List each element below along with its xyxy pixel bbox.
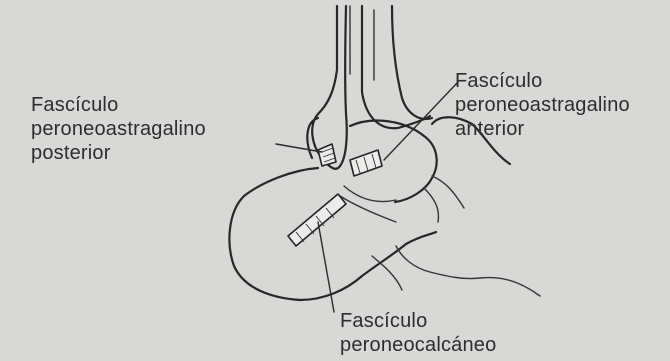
label-calcaneo-line2: peroneocalcáneo <box>340 333 496 357</box>
label-anterior-talofibular: Fascículo peroneoastragalino anterior <box>455 69 630 141</box>
calcaneus-bone <box>229 168 540 300</box>
leader-line-anterior <box>384 82 458 160</box>
posterior-talofibular-ligament <box>318 144 336 166</box>
label-posterior-talofibular: Fascículo peroneoastragalino posterior <box>31 93 206 165</box>
label-anterior-line3: anterior <box>455 117 630 141</box>
label-posterior-line1: Fascículo <box>31 93 206 117</box>
tibia-bone <box>362 6 432 128</box>
label-anterior-line1: Fascículo <box>455 69 630 93</box>
label-posterior-line3: posterior <box>31 141 206 165</box>
calcaneofibular-ligament <box>288 194 346 246</box>
anterior-talofibular-ligament <box>350 150 382 176</box>
label-anterior-line2: peroneoastragalino <box>455 93 630 117</box>
label-calcaneo-line1: Fascículo <box>340 309 496 333</box>
label-calcaneofibular: Fascículo peroneocalcáneo <box>340 309 496 357</box>
label-posterior-line2: peroneoastragalino <box>31 117 206 141</box>
